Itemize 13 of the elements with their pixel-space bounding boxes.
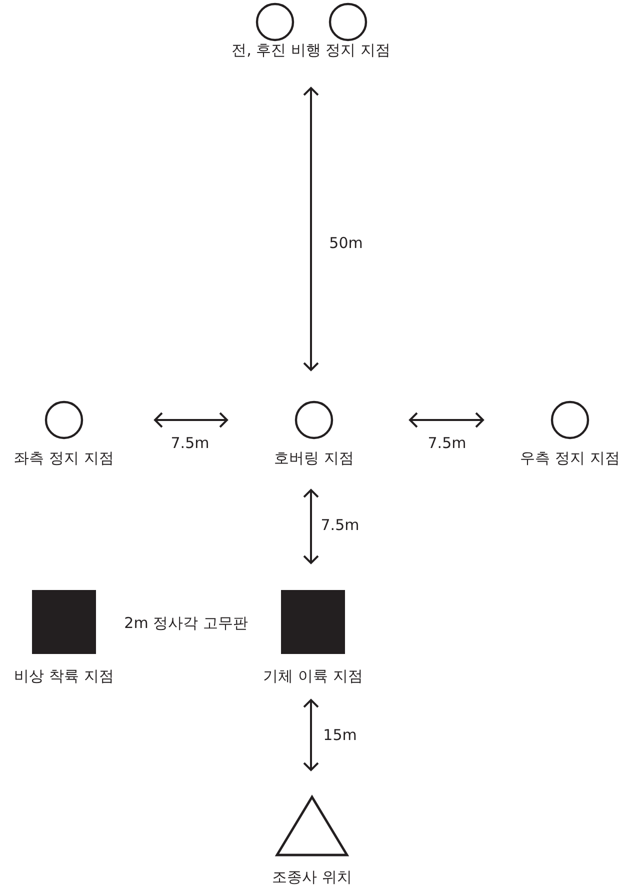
dimension-label: 50m <box>329 234 363 252</box>
dimension-label: 7.5m <box>320 516 360 534</box>
point-label: 우측 정지 지점 <box>520 449 620 467</box>
mat-note: 2m 정사각 고무판 <box>124 614 248 632</box>
point-label: 비상 착륙 지점 <box>14 667 114 685</box>
point-label: 조종사 위치 <box>272 868 352 886</box>
point-label: 기체 이륙 지점 <box>263 667 363 685</box>
point-label: 좌측 정지 지점 <box>14 449 114 467</box>
dimension-label: 7.5m <box>170 434 210 452</box>
dimension-label: 15m <box>323 726 357 744</box>
point-label: 호버링 지점 <box>274 449 354 467</box>
dimension-label: 7.5m <box>428 434 466 452</box>
point-label: 전, 후진 비행 정지 지점 <box>232 41 390 59</box>
